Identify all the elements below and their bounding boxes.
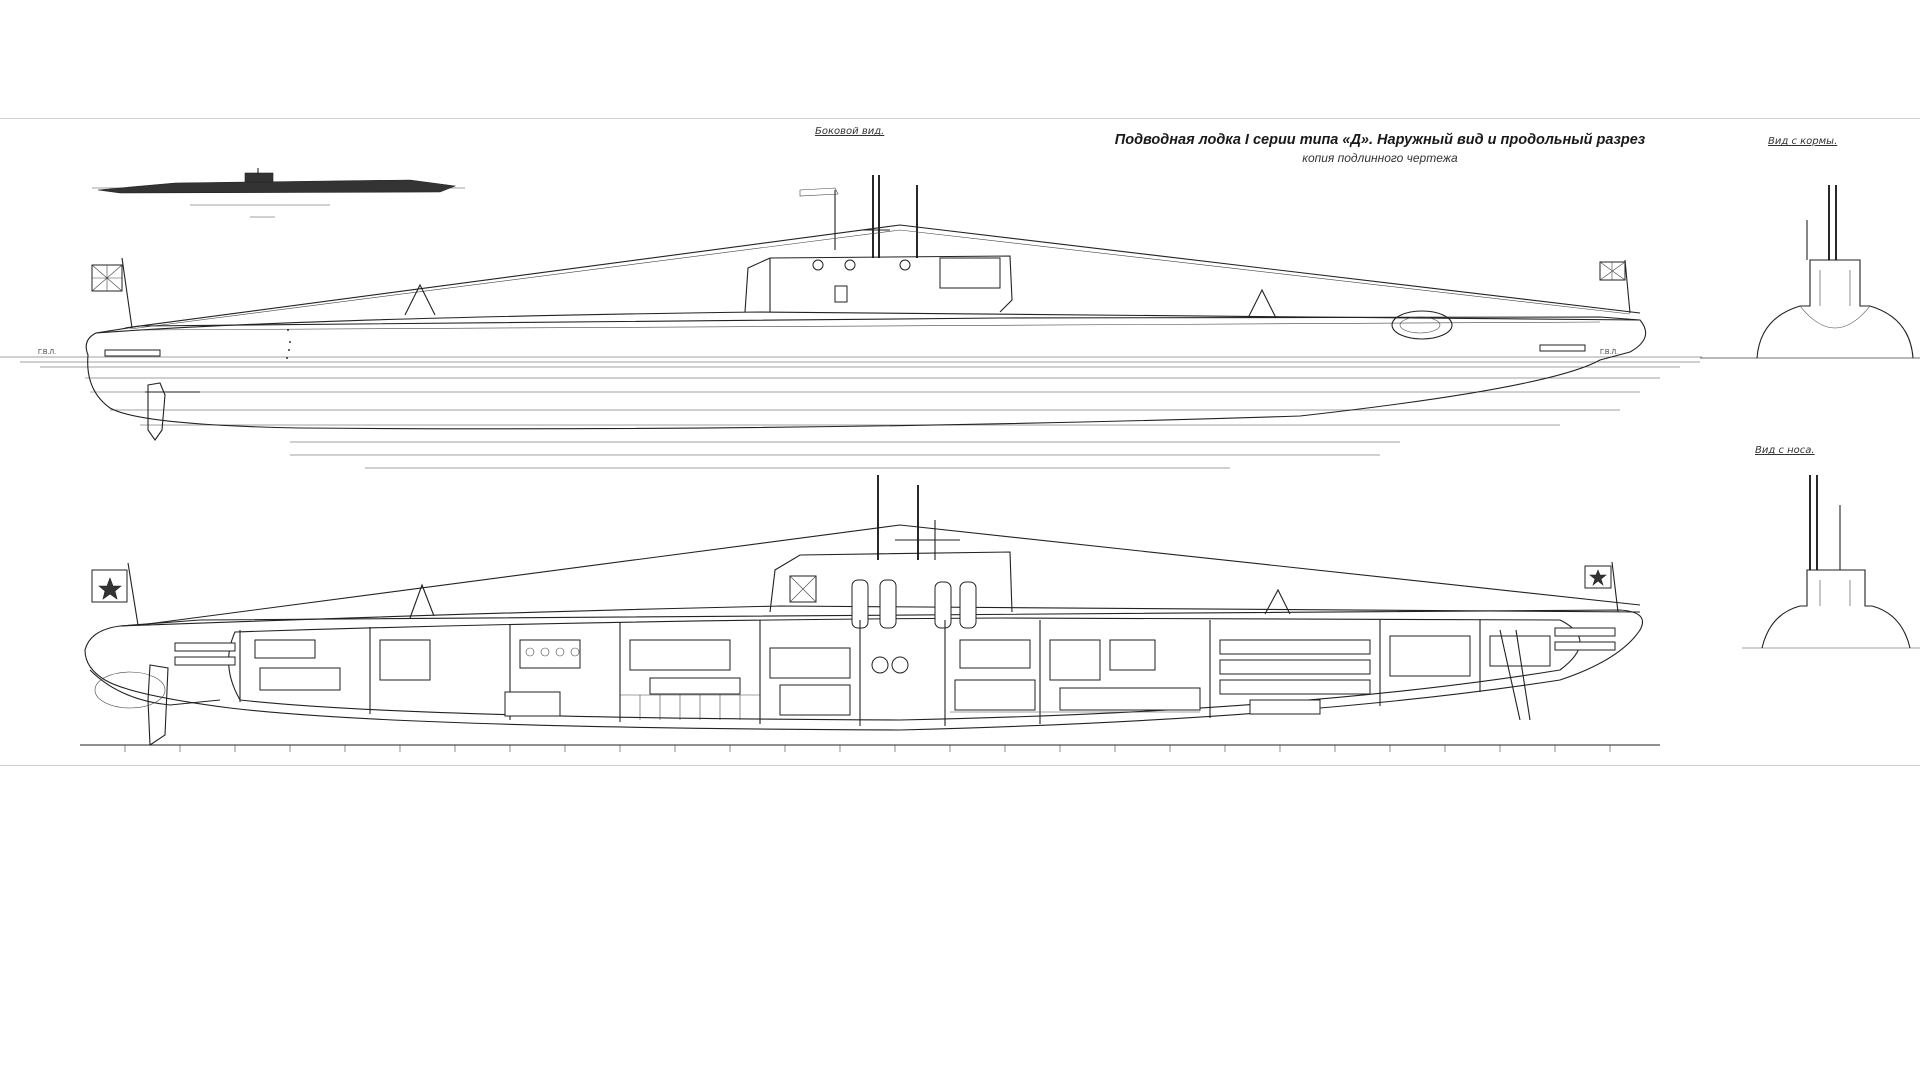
machinery bbox=[254, 635, 1551, 717]
battery-cells bbox=[620, 694, 1200, 720]
side-view: Г.В.Л. Г.В.Л. bbox=[0, 175, 1920, 469]
bow-view bbox=[1742, 475, 1920, 649]
small-silhouette bbox=[92, 168, 465, 218]
hull-rivets bbox=[286, 329, 291, 359]
drawing-title: Подводная лодка I серии типа «Д». Наружн… bbox=[1114, 132, 1646, 148]
stern-view-label: Вид с кормы. bbox=[1768, 136, 1838, 147]
svg-text:Г.В.Л.: Г.В.Л. bbox=[1600, 349, 1618, 356]
bulkheads bbox=[239, 620, 1481, 726]
side-view-label: Боковой вид. bbox=[815, 126, 885, 137]
drawing-sheet bbox=[0, 118, 1920, 766]
frame-ticks bbox=[124, 745, 1611, 752]
drawing-subtitle: копия подлинного чертежа bbox=[1302, 151, 1458, 165]
stern-view bbox=[1700, 185, 1920, 359]
svg-text:Г.В.Л.: Г.В.Л. bbox=[38, 349, 56, 356]
bow-view-label: Вид с носа. bbox=[1755, 445, 1815, 456]
section-view bbox=[80, 475, 1660, 752]
